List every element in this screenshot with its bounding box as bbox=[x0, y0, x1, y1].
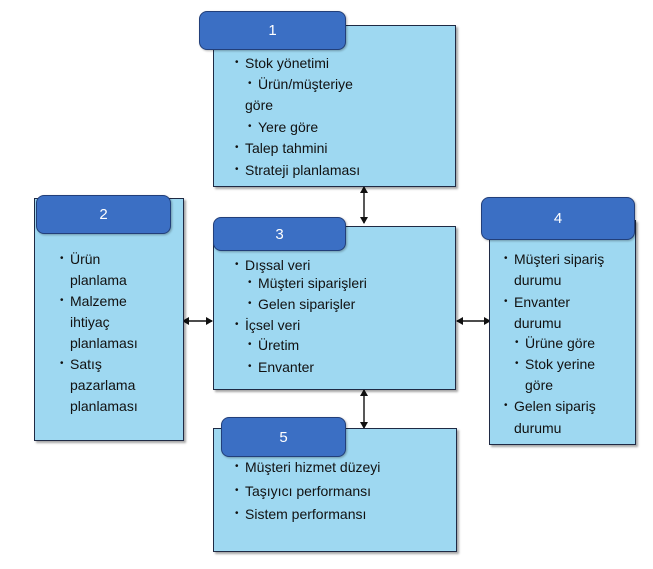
box-2-item: pazarlama bbox=[70, 377, 136, 393]
box-4-item: Ürüne göre bbox=[515, 334, 595, 352]
box-3-item: Dışsal veri bbox=[235, 256, 310, 274]
box-1-item: Yere göre bbox=[248, 118, 318, 136]
box-5-item: Sistem performansı bbox=[235, 505, 366, 523]
box-2-item: planlaması bbox=[70, 335, 138, 351]
box-4-item: Stok yerine bbox=[515, 355, 595, 373]
box-4-item: durumu bbox=[514, 420, 562, 436]
box-3-item: Envanter bbox=[248, 358, 314, 376]
box-1-item: Talep tahmini bbox=[235, 139, 327, 157]
box-1-item: göre bbox=[245, 97, 274, 113]
box-2-number-tab: 2 bbox=[36, 195, 171, 234]
box-2-item: planlaması bbox=[70, 398, 138, 414]
box-3-item: Üretim bbox=[248, 336, 299, 354]
box-2-item: ihtiyaç bbox=[70, 314, 110, 330]
box-5-item: Müşteri hizmet düzeyi bbox=[235, 458, 380, 476]
box-1-number-tab: 1 bbox=[199, 11, 346, 50]
box-5-number-tab: 5 bbox=[221, 417, 346, 457]
box-4-item: Gelen sipariş bbox=[504, 397, 596, 415]
box-4-item: durumu bbox=[514, 272, 562, 288]
box-4-item: Envanter bbox=[504, 293, 570, 311]
box-3-item: Gelen siparişler bbox=[248, 295, 355, 313]
box-5-item: Taşıyıcı performansı bbox=[235, 482, 371, 500]
box-4-item: Müşteri sipariş bbox=[504, 250, 604, 268]
box-4-item: göre bbox=[525, 377, 554, 393]
box-1-item: Ürün/müşteriye bbox=[248, 75, 353, 93]
box-4-item: durumu bbox=[514, 315, 562, 331]
box-1 bbox=[213, 25, 456, 187]
box-3-number-tab: 3 bbox=[213, 217, 346, 251]
box-4-number-tab: 4 bbox=[481, 197, 635, 240]
box-2-item: Satış bbox=[60, 355, 102, 373]
box-2-item: Malzeme bbox=[60, 292, 127, 310]
box-3-item: İçsel veri bbox=[235, 316, 300, 334]
box-2 bbox=[34, 198, 184, 441]
box-1-item: Strateji planlaması bbox=[235, 161, 360, 179]
box-2-item: Ürün bbox=[60, 250, 100, 268]
box-3-item: Müşteri siparişleri bbox=[248, 274, 367, 292]
box-1-item: Stok yönetimi bbox=[235, 54, 329, 72]
box-2-item: planlama bbox=[70, 272, 127, 288]
